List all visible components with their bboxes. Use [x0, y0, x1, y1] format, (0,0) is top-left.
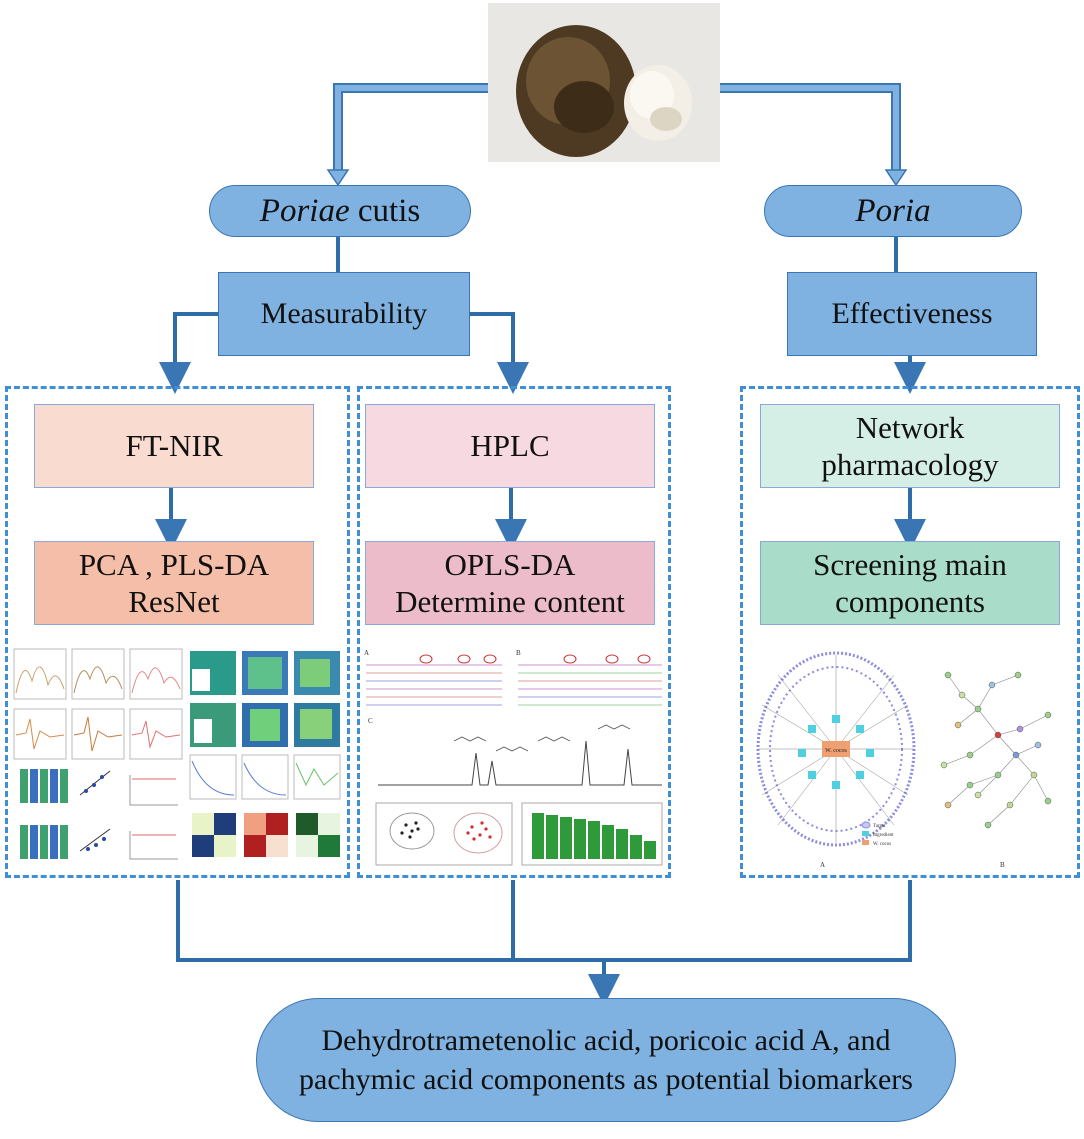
sample-photo: [488, 3, 720, 162]
poria-italic: Poria: [855, 192, 931, 229]
resnet-line: ResNet: [128, 584, 220, 619]
legend-wcocos: W. cocos: [873, 842, 891, 847]
pca-plsda-resnet-box: PCA , PLS-DA ResNet: [34, 541, 314, 625]
network-line: Network: [855, 409, 965, 445]
oplsda-line: OPLS-DA: [444, 546, 576, 582]
cutis-text: cutis: [349, 192, 421, 229]
hplc-frame: [357, 386, 671, 878]
oplsda-content-box: OPLS-DA Determine content: [365, 541, 655, 625]
result-line-2: pachymic acid components as potential bi…: [299, 1063, 913, 1096]
result-line-1: Dehydrotrametenolic acid, poricoic acid …: [321, 1024, 891, 1057]
components-line: components: [835, 584, 985, 619]
legend-ingredient: Ingredient: [873, 833, 894, 838]
hplc-panel-c-label: C: [368, 717, 373, 725]
determine-content-line: Determine content: [395, 584, 625, 619]
poriae-cutis-pill: Poriae cutis: [209, 185, 471, 237]
biomarkers-result-pill: Dehydrotrametenolic acid, poricoic acid …: [256, 998, 956, 1122]
effectiveness-box: Effectiveness: [787, 272, 1037, 356]
poriae-italic: Poriae: [259, 192, 350, 229]
screening-line: Screening main: [813, 546, 1007, 582]
network-thumbnails: W. cocos Target Ingredient W. cocos A: [756, 651, 1052, 869]
poria-pill: Poria: [764, 185, 1022, 237]
hplc-panel-a-label: A: [364, 649, 369, 657]
ftnir-frame: [5, 386, 350, 878]
hplc-results-figure: A B C: [362, 645, 668, 873]
poria-sample-icon: [516, 25, 692, 157]
photo-to-pills-arrows: [334, 84, 900, 170]
legend-target: Target: [873, 824, 886, 829]
network-frame: [740, 386, 1080, 878]
hplc-thumbnails: A B C: [364, 649, 663, 866]
pca-plsda-line: PCA , PLS-DA: [78, 546, 270, 582]
hplc-panel-b-label: B: [516, 649, 521, 657]
pharmacology-line: pharmacology: [821, 447, 999, 482]
network-center-label: W. cocos: [825, 748, 847, 754]
measurability-box: Measurability: [218, 272, 470, 356]
ftnir-results-figure: [10, 645, 346, 873]
network-panel-a-label: A: [820, 861, 825, 869]
network-results-figure: W. cocos Target Ingredient W. cocos A: [748, 645, 1074, 873]
network-panel-b-label: B: [1000, 861, 1005, 869]
ftnir-thumbnails: [13, 648, 341, 860]
hplc-box: HPLC: [365, 404, 655, 488]
ftnir-box: FT-NIR: [34, 404, 314, 488]
screening-components-box: Screening main components: [760, 541, 1060, 625]
network-pharmacology-box: Network pharmacology: [760, 404, 1060, 488]
